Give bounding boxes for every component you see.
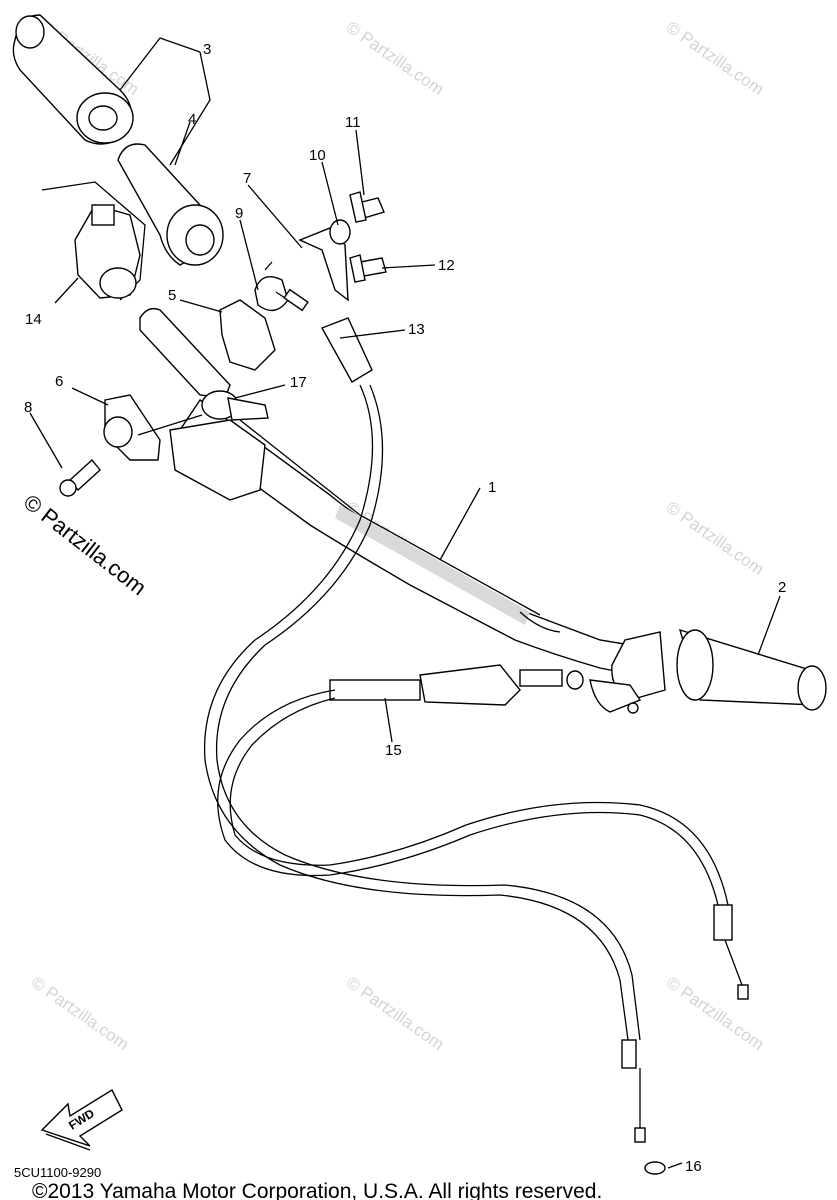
adjuster-9 <box>254 261 309 312</box>
callout-15: 15 <box>385 742 402 759</box>
clamp <box>103 394 161 461</box>
callout-1: 1 <box>488 479 496 496</box>
right-grip <box>589 628 827 714</box>
callout-5: 5 <box>168 287 176 304</box>
callout-3: 3 <box>203 41 211 58</box>
callout-8: 8 <box>24 399 32 416</box>
callout-labels: 1 2 3 4 5 6 7 8 9 10 11 12 13 14 15 16 1… <box>24 41 786 1175</box>
callout-4: 4 <box>188 111 196 128</box>
part-code: 5CU1100-9290 <box>14 1165 101 1180</box>
callout-6: 6 <box>55 373 63 390</box>
control-box <box>169 390 269 501</box>
screw-12 <box>349 254 387 283</box>
throttle-cable-13 <box>203 317 646 1143</box>
callout-17: 17 <box>290 374 307 391</box>
fwd-arrow-icon: FWD <box>40 1089 123 1151</box>
throttle-tube <box>117 143 224 266</box>
throttle-housing <box>41 181 146 301</box>
callout-12: 12 <box>438 257 455 274</box>
watermark: © Partzilla.com <box>663 973 768 1054</box>
screw-11 <box>349 191 385 223</box>
collar-10 <box>329 219 351 245</box>
washer-16 <box>644 1161 666 1175</box>
callout-16: 16 <box>685 1158 702 1175</box>
housing-lower <box>139 299 276 399</box>
callout-14: 14 <box>25 311 42 328</box>
callout-13: 13 <box>408 321 425 338</box>
watermark: © Partzilla.com <box>343 973 448 1054</box>
clutch-cable-15 <box>217 664 749 1000</box>
screw-8 <box>59 458 101 497</box>
watermark: © Partzilla.com <box>343 18 448 99</box>
watermark: © Partzilla.com <box>663 498 768 579</box>
leader-lines <box>29 37 781 1169</box>
callout-10: 10 <box>309 147 326 164</box>
left-grip <box>12 14 134 145</box>
callout-7: 7 <box>243 170 251 187</box>
callout-2: 2 <box>778 579 786 596</box>
watermark: © Partzilla.com <box>663 18 768 99</box>
watermark: © Partzilla.com <box>28 973 133 1054</box>
copyright-notice: ©2013 Yamaha Motor Corporation, U.S.A. A… <box>32 1180 602 1200</box>
callout-11: 11 <box>345 114 361 131</box>
callout-9: 9 <box>235 205 243 222</box>
side-watermark: © Partzilla.com <box>19 489 151 600</box>
